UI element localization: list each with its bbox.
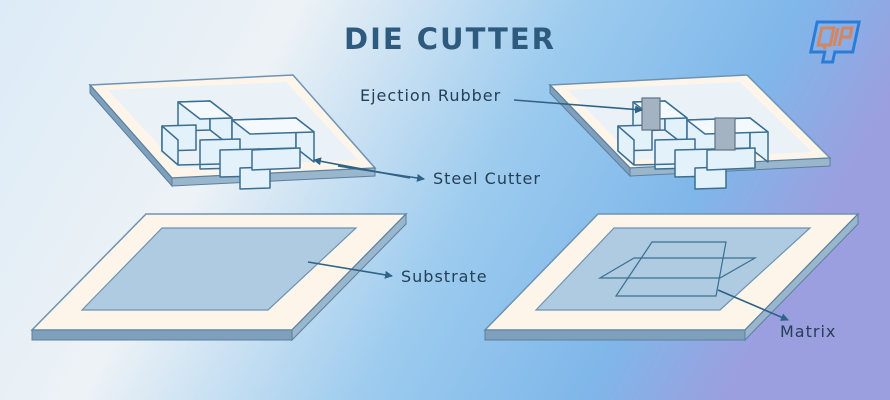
substrate-plate xyxy=(30,212,408,342)
callout-arrows xyxy=(307,99,789,321)
arrow-ejection-rubber xyxy=(513,99,643,114)
rubber-inserts xyxy=(641,97,736,151)
label-substrate: Substrate xyxy=(401,267,488,286)
qip-logo xyxy=(808,20,861,64)
matrix-channels xyxy=(597,241,758,297)
label-ejection-rubber: Ejection Rubber xyxy=(360,86,502,105)
label-steel-cutter: Steel Cutter xyxy=(433,169,541,188)
arrow-steel-cutter-to xyxy=(337,165,425,182)
label-matrix: Matrix xyxy=(780,322,837,341)
arrow-substrate xyxy=(307,261,393,279)
matrix-plate xyxy=(483,212,860,342)
arrow-matrix xyxy=(717,289,789,321)
diagram-title: DIE CUTTER xyxy=(344,22,556,56)
